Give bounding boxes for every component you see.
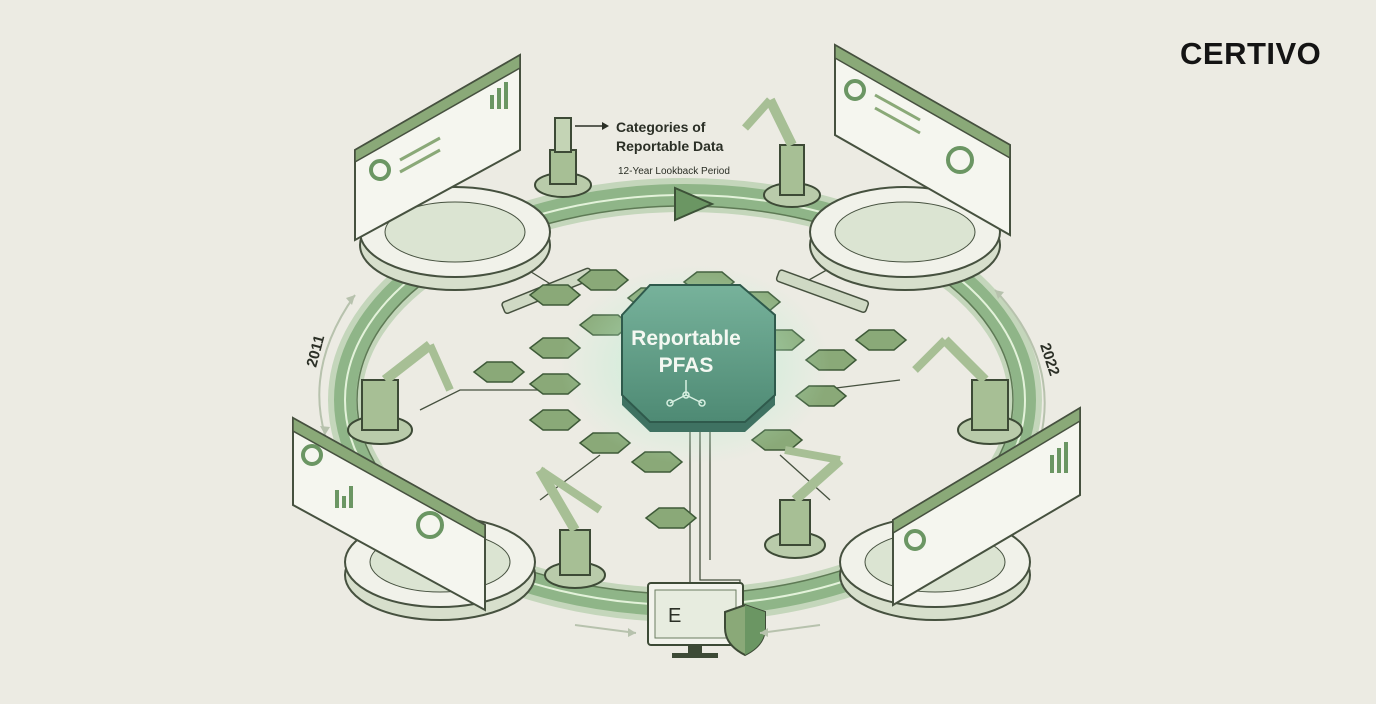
callout-subtitle: 12-Year Lookback Period bbox=[618, 166, 730, 177]
connector-bar bbox=[775, 269, 870, 313]
robot-arm-icon bbox=[764, 446, 844, 559]
dashboard-monitor-icon bbox=[892, 406, 1081, 607]
robot-arm-icon bbox=[535, 466, 606, 589]
hexagon-tile bbox=[528, 284, 582, 306]
year-arc-left bbox=[318, 294, 356, 436]
feedback-arrows bbox=[574, 624, 821, 637]
callout-title-line1: Categories of bbox=[616, 119, 706, 135]
hexagon-tile bbox=[528, 409, 582, 431]
robot-arm-icon bbox=[534, 117, 592, 198]
callout-title-line2: Reportable Data bbox=[616, 138, 724, 154]
hexagon-tile bbox=[854, 329, 908, 351]
robot-arm-icon bbox=[742, 97, 821, 208]
year-end-label: 2022 bbox=[1036, 341, 1062, 378]
hexagon-tile bbox=[472, 361, 526, 383]
hub-title-line2: PFAS bbox=[659, 354, 714, 377]
dashboard-monitor-icon bbox=[834, 43, 1011, 237]
dashboard-monitor-icon bbox=[354, 53, 521, 242]
robot-arm-icon bbox=[912, 336, 1023, 445]
molecule-icon bbox=[666, 380, 706, 407]
hub-title-line1: Reportable bbox=[631, 327, 741, 350]
year-start-label: 2011 bbox=[303, 333, 328, 369]
platform-top-right bbox=[809, 186, 1001, 291]
dashboard-monitor-icon bbox=[292, 416, 486, 612]
direction-arrow-icon bbox=[674, 186, 715, 222]
robot-arm-icon bbox=[347, 341, 454, 445]
hexagon-tile bbox=[644, 507, 698, 529]
callout-arrow-icon bbox=[575, 122, 609, 130]
computer-icon: E bbox=[647, 582, 744, 658]
shield-icon bbox=[724, 603, 766, 657]
certivo-logo: CERTIVO bbox=[1180, 36, 1322, 71]
reportable-pfas-hub: Reportable PFAS bbox=[560, 265, 830, 465]
svg-text:E: E bbox=[668, 605, 681, 627]
